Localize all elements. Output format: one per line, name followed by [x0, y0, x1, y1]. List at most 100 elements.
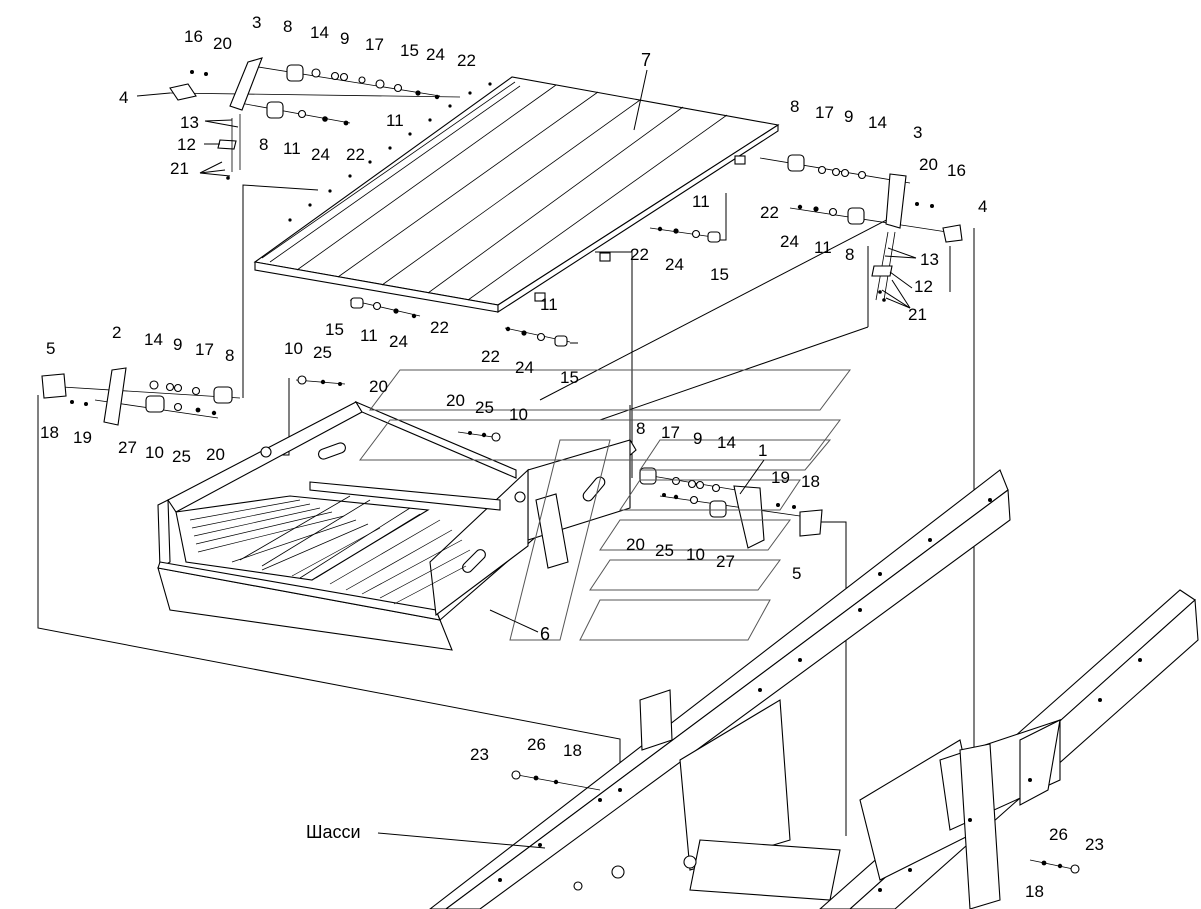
cover-holes [288, 82, 492, 222]
label-9-ml: 9 [173, 335, 182, 354]
label-27-mr: 27 [716, 552, 735, 571]
label-24-bl: 24 [389, 332, 408, 351]
label-14-tr: 14 [868, 113, 887, 132]
label-15-tl: 15 [400, 41, 419, 60]
label-18-ml: 18 [40, 423, 59, 442]
label-22-tr: 22 [760, 203, 779, 222]
label-22-cm: 22 [630, 245, 649, 264]
label-25-ml: 25 [172, 447, 191, 466]
label-8-ml: 8 [225, 346, 234, 365]
background-decal [359, 369, 851, 641]
top-left-hardware [136, 57, 461, 180]
label-8-mr: 8 [636, 419, 645, 438]
label-5-mr: 5 [792, 564, 801, 583]
label-15-br: 15 [560, 368, 579, 387]
label-4-tr: 4 [978, 197, 987, 216]
label-3-tr: 3 [913, 123, 922, 142]
label-23-ch: 23 [470, 745, 489, 764]
label-11-tr: 11 [814, 238, 832, 257]
chassis-holes [498, 498, 1142, 892]
label-4-tl: 4 [119, 88, 128, 107]
label-24-tl: 24 [426, 45, 445, 64]
label-22-tl: 22 [457, 51, 476, 70]
label-18-mr: 18 [801, 472, 820, 491]
label-1-mr: 1 [758, 441, 767, 460]
label-20-tr: 20 [919, 155, 938, 174]
chassis-hardware [511, 770, 1080, 874]
label-26-ch: 26 [527, 735, 546, 754]
label-22-br: 22 [481, 347, 500, 366]
under-cover-hardware [349, 226, 721, 347]
label-2-ml: 2 [112, 323, 121, 342]
label-17-ml: 17 [195, 340, 214, 359]
label-27-ml: 27 [118, 438, 137, 457]
label-22-bl: 22 [430, 318, 449, 337]
label-19-mr: 19 [771, 468, 790, 487]
label-16-tl: 16 [184, 27, 203, 46]
label-11-tl: 11 [283, 139, 301, 158]
label-14-mr: 14 [717, 433, 736, 452]
label-11-br: 11 [540, 295, 558, 314]
cover-plate-7 [253, 76, 780, 314]
label-26-chr: 26 [1049, 825, 1068, 844]
label-19-ml: 19 [73, 428, 92, 447]
label-16-tr: 16 [947, 161, 966, 180]
label-25-mr: 25 [655, 541, 674, 560]
label-24-cm: 24 [665, 255, 684, 274]
label-15-cm: 15 [710, 265, 729, 284]
label-25-mc: 25 [313, 343, 332, 362]
label-11-cm: 11 [692, 192, 710, 211]
label-20-tl: 20 [213, 34, 232, 53]
label-24-br: 24 [515, 358, 534, 377]
label-8-tr: 8 [790, 97, 799, 116]
label-24-tr: 24 [780, 232, 799, 251]
label-10-mc: 10 [284, 339, 303, 358]
chassis-frame [377, 469, 1199, 909]
chassis-label: Шасси [306, 822, 361, 842]
label-10-mc2: 10 [509, 405, 528, 424]
label-17-mr: 17 [661, 423, 680, 442]
label-11-top: 11 [386, 111, 404, 130]
label-12-tl: 12 [177, 135, 196, 154]
label-21-tl: 21 [170, 159, 189, 178]
mid-left-hardware [41, 367, 501, 442]
label-5-ml: 5 [46, 339, 55, 358]
label-9-mr: 9 [693, 429, 702, 448]
label-18-chr: 18 [1025, 882, 1044, 901]
label-3-tl: 3 [252, 13, 261, 32]
label-20-mc: 20 [369, 377, 388, 396]
label-8b-tr: 8 [845, 245, 854, 264]
label-11-bl: 11 [360, 326, 378, 345]
label-10-ml: 10 [145, 443, 164, 462]
label-8-tl: 8 [283, 17, 292, 36]
label-15-bl: 15 [325, 320, 344, 339]
label-13-tl: 13 [180, 113, 199, 132]
label-13-tr: 13 [920, 250, 939, 269]
label-21-tr: 21 [908, 305, 927, 324]
label-12-tr: 12 [914, 277, 933, 296]
label-23-chr: 23 [1085, 835, 1104, 854]
top-right-hardware [759, 154, 963, 309]
label-14-ml: 14 [144, 330, 163, 349]
label-9-tr: 9 [844, 107, 853, 126]
label-9-tl: 9 [340, 29, 349, 48]
label-18-ch: 18 [563, 741, 582, 760]
callout-labels: 16 20 3 8 14 9 17 15 24 22 4 13 12 21 8 … [40, 13, 1104, 901]
mid-right-hardware [639, 467, 823, 549]
label-10-mr: 10 [686, 545, 705, 564]
label-6-sieve: 6 [540, 624, 550, 644]
sieve-frame-6 [157, 400, 637, 651]
label-17-tl: 17 [365, 35, 384, 54]
label-7-cover: 7 [641, 50, 651, 70]
label-25-mc2: 25 [475, 398, 494, 417]
sieve-grating [175, 495, 471, 605]
label-20-ml: 20 [206, 445, 225, 464]
label-14-tl: 14 [310, 23, 329, 42]
label-17-tr: 17 [815, 103, 834, 122]
label-20-mr: 20 [626, 535, 645, 554]
label-20-mc2: 20 [446, 391, 465, 410]
label-24b-tl: 24 [311, 145, 330, 164]
label-8b-tl: 8 [259, 135, 268, 154]
label-22b-tl: 22 [346, 145, 365, 164]
